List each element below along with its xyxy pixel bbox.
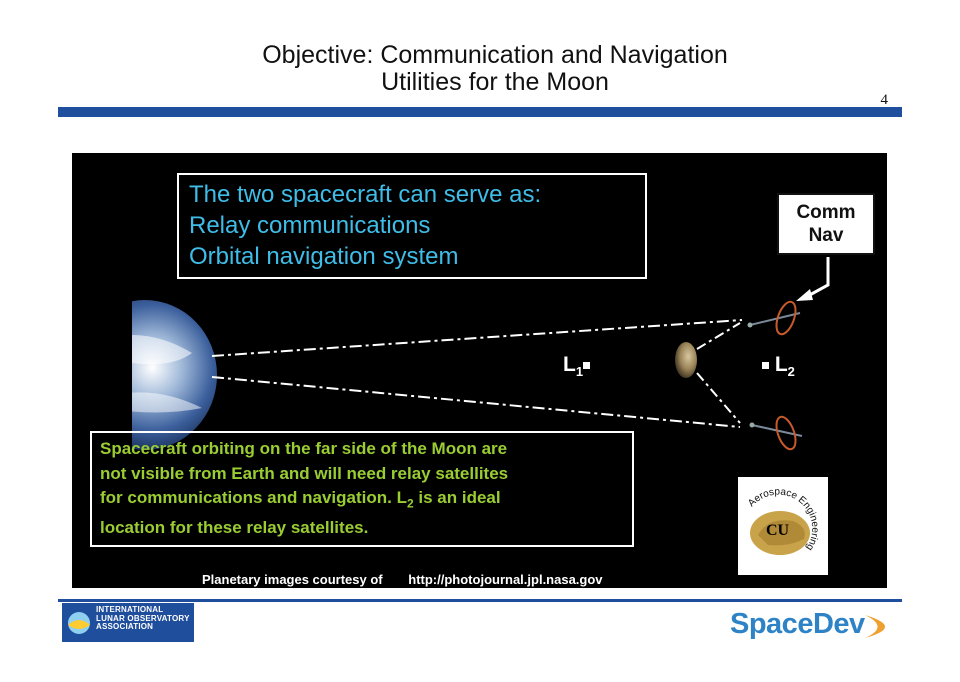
cu-logo-graphic: CU Aerospace Engineering [746,487,820,555]
moon-to-lower-sat-line [696,372,741,424]
space-diagram-svg [132,257,830,451]
explanation-line-2: not visible from Earth and will need rel… [100,463,509,483]
image-credit: Planetary images courtesy of http://phot… [202,572,603,587]
role-navigation: Orbital navigation system [189,243,459,270]
cu-aerospace-logo: CU Aerospace Engineering [738,477,828,575]
space-diagram-panel: The two spacecraft can serve as: Relay c… [72,153,887,588]
title-line-1: Objective: Communication and Navigation [262,41,728,69]
credit-label: Planetary images courtesy of [202,572,383,587]
spacedev-swoosh-icon [865,615,885,638]
earth-globe [132,300,217,450]
top-divider [58,107,902,117]
relay-satellite-upper [747,300,801,336]
l1-marker [583,361,591,369]
arrow-head [796,289,813,301]
ilo-association-logo: INTERNATIONAL LUNAR OBSERVATORY ASSOCIAT… [62,603,194,642]
ilo-logo-text: INTERNATIONAL LUNAR OBSERVATORY ASSOCIAT… [96,605,190,632]
moon-to-upper-sat-line [696,322,741,350]
ilo-moon-icon [68,612,90,634]
spacedev-logo: SpaceDev [730,605,910,645]
title-line-2: Utilities for the Moon [381,68,609,96]
comm-nav-label-box: Comm Nav [777,193,875,255]
explanation-line-4: location for these relay satellites. [100,517,369,537]
bottom-divider [58,599,902,602]
nav-label: Nav [808,225,844,246]
roles-heading: The two spacecraft can serve as: [189,181,542,208]
role-relay: Relay communications [189,212,431,239]
l1-point-label: L1 [563,353,591,379]
slide-title: Objective: Communication and Navigation … [150,42,840,96]
comm-nav-pointer-arrow [805,257,830,299]
relay-satellite-lower [749,415,803,451]
l2-point-label: L2 [762,353,795,379]
comm-label: Comm [796,202,856,223]
cu-logo-letters: CU [766,522,790,539]
spacedev-wordmark: SpaceDev [730,608,865,640]
lower-line-of-sight [211,376,741,428]
explanation-line-3: for communications and navigation. L2 is… [100,488,501,511]
l2-marker [762,361,769,369]
credit-url: http://photojournal.jpl.nasa.gov [408,572,603,587]
upper-line-of-sight [211,319,743,357]
page-number: 4 [880,92,889,108]
moon [675,342,697,378]
far-side-explanation-box: Spacecraft orbiting on the far side of t… [90,431,634,548]
explanation-line-1: Spacecraft orbiting on the far side of t… [100,439,508,458]
spacecraft-roles-box: The two spacecraft can serve as: Relay c… [177,173,647,279]
